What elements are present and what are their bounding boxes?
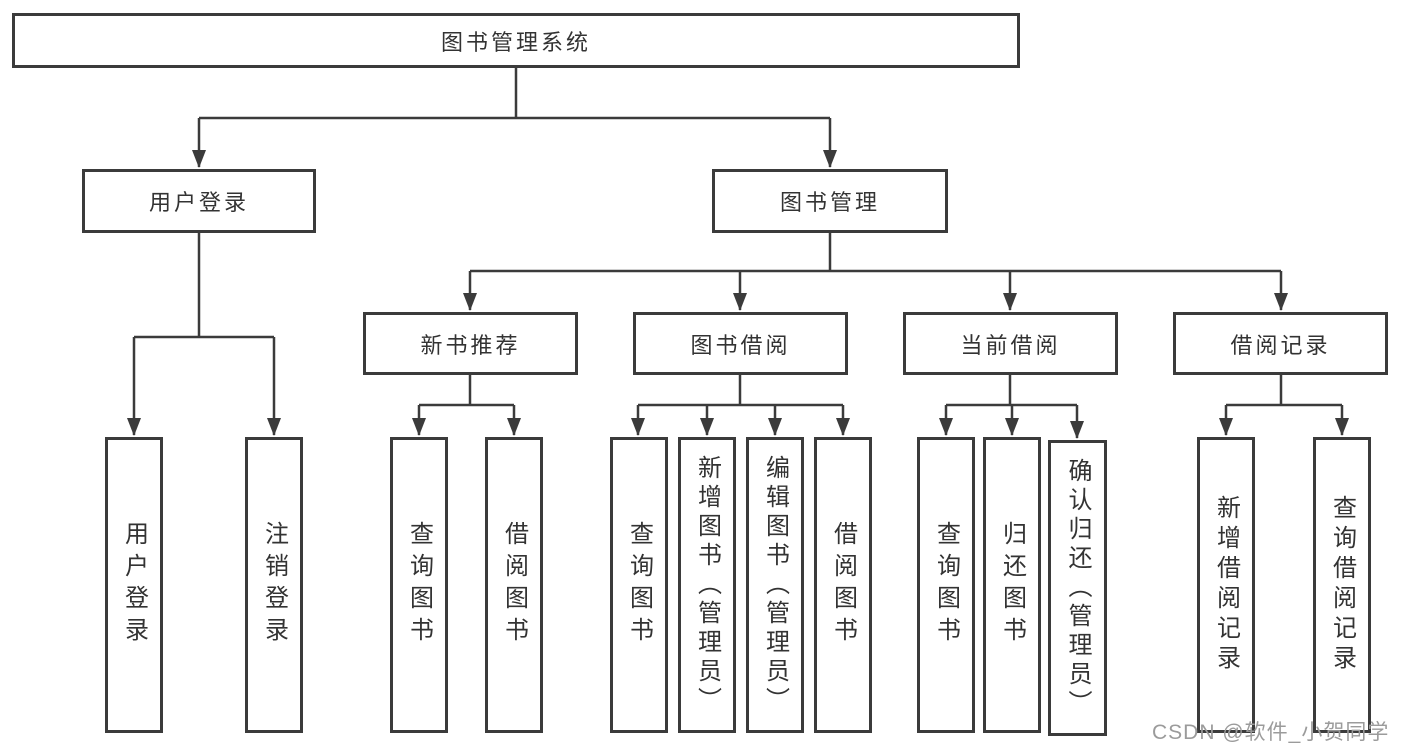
node-label: 用户登录: [120, 521, 148, 649]
node-user-login: 用户登录: [105, 437, 163, 733]
node-query-borrow-record: 查询借阅记录: [1313, 437, 1371, 733]
node-add-books-admin: 新增图书（管理员）: [678, 437, 736, 733]
node-current-borrowing: 当前借阅: [903, 312, 1118, 375]
node-query-books: 查询图书: [917, 437, 975, 733]
node-user-login-module: 用户登录: [82, 169, 316, 233]
node-label: 查询图书: [932, 521, 960, 649]
node-book-borrowing: 图书借阅: [633, 312, 848, 375]
node-label: 查询图书: [625, 521, 653, 649]
node-label: 确认归还（管理员）: [1064, 457, 1091, 719]
node-return-books: 归还图书: [983, 437, 1041, 733]
node-edit-books-admin: 编辑图书（管理员）: [746, 437, 804, 733]
node-confirm-return-admin: 确认归还（管理员）: [1048, 440, 1107, 736]
node-label: 注销登录: [260, 521, 288, 649]
node-query-books: 查询图书: [390, 437, 448, 733]
node-borrowing-records: 借阅记录: [1173, 312, 1388, 375]
node-borrow-books: 借阅图书: [814, 437, 872, 733]
node-new-book-recommendation: 新书推荐: [363, 312, 578, 375]
node-label: 编辑图书（管理员）: [761, 454, 789, 716]
node-add-borrow-record: 新增借阅记录: [1197, 437, 1255, 733]
node-label: 归还图书: [998, 521, 1026, 649]
node-label: 查询图书: [405, 521, 433, 649]
node-book-management-module: 图书管理: [712, 169, 948, 233]
node-label: 新增图书（管理员）: [693, 454, 721, 716]
node-label: 查询借阅记录: [1328, 495, 1356, 675]
node-label: 新增借阅记录: [1212, 495, 1240, 675]
node-query-books: 查询图书: [610, 437, 668, 733]
csdn-watermark: CSDN @软件_小贺同学: [1152, 721, 1390, 744]
node-borrow-books: 借阅图书: [485, 437, 543, 733]
node-label: 借阅图书: [500, 521, 528, 649]
node-logout: 注销登录: [245, 437, 303, 733]
node-label: 借阅图书: [829, 521, 857, 649]
node-root-system: 图书管理系统: [12, 13, 1020, 68]
